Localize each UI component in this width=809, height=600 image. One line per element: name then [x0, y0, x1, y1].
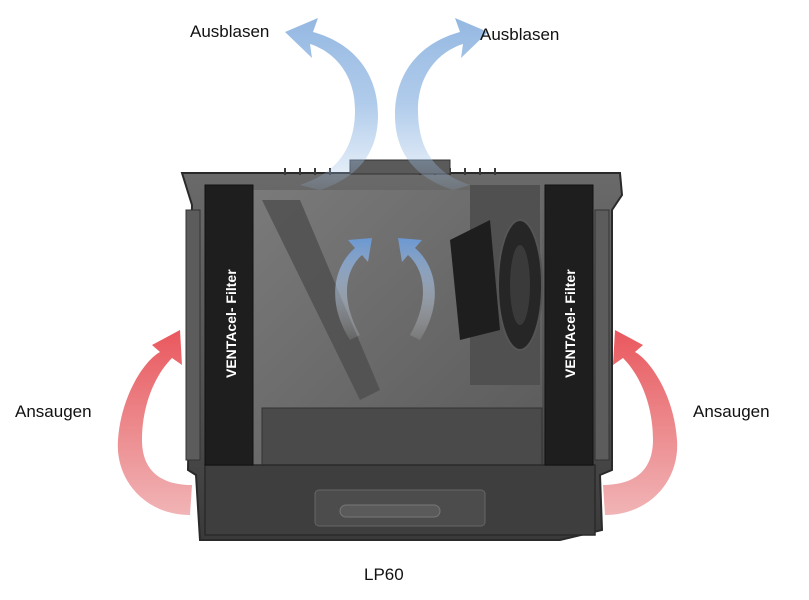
right-filter-suffix: - Filter — [562, 269, 578, 312]
exhaust-label-left: Ausblasen — [190, 22, 270, 41]
model-label: LP60 — [364, 565, 404, 584]
left-filter: VENTAcel- Filter — [204, 184, 254, 466]
humidifier-housing — [180, 159, 624, 541]
right-side-grille — [594, 209, 610, 461]
exhaust-arrow-right — [395, 18, 488, 190]
intake-arrow-right — [603, 330, 678, 515]
left-side-grille — [185, 209, 201, 461]
exhaust-label-right: Ausblasen — [480, 25, 560, 44]
fan-unit — [450, 185, 543, 385]
svg-text:VENTAcel- Filter: VENTAcel- Filter — [562, 269, 578, 378]
left-filter-suffix: - Filter — [223, 269, 239, 312]
right-filter: VENTAcel- Filter — [544, 184, 594, 466]
intake-label-right: Ansaugen — [693, 402, 770, 421]
right-filter-brand: VENTAcel — [562, 312, 578, 378]
intake-label-left: Ansaugen — [15, 402, 92, 421]
exhaust-arrow-left — [285, 18, 378, 190]
svg-text:VENTAcel- Filter: VENTAcel- Filter — [223, 269, 239, 378]
left-filter-brand: VENTAcel — [223, 312, 239, 378]
intake-arrow-left — [117, 330, 192, 515]
internal-airflow-arrows — [335, 238, 435, 340]
